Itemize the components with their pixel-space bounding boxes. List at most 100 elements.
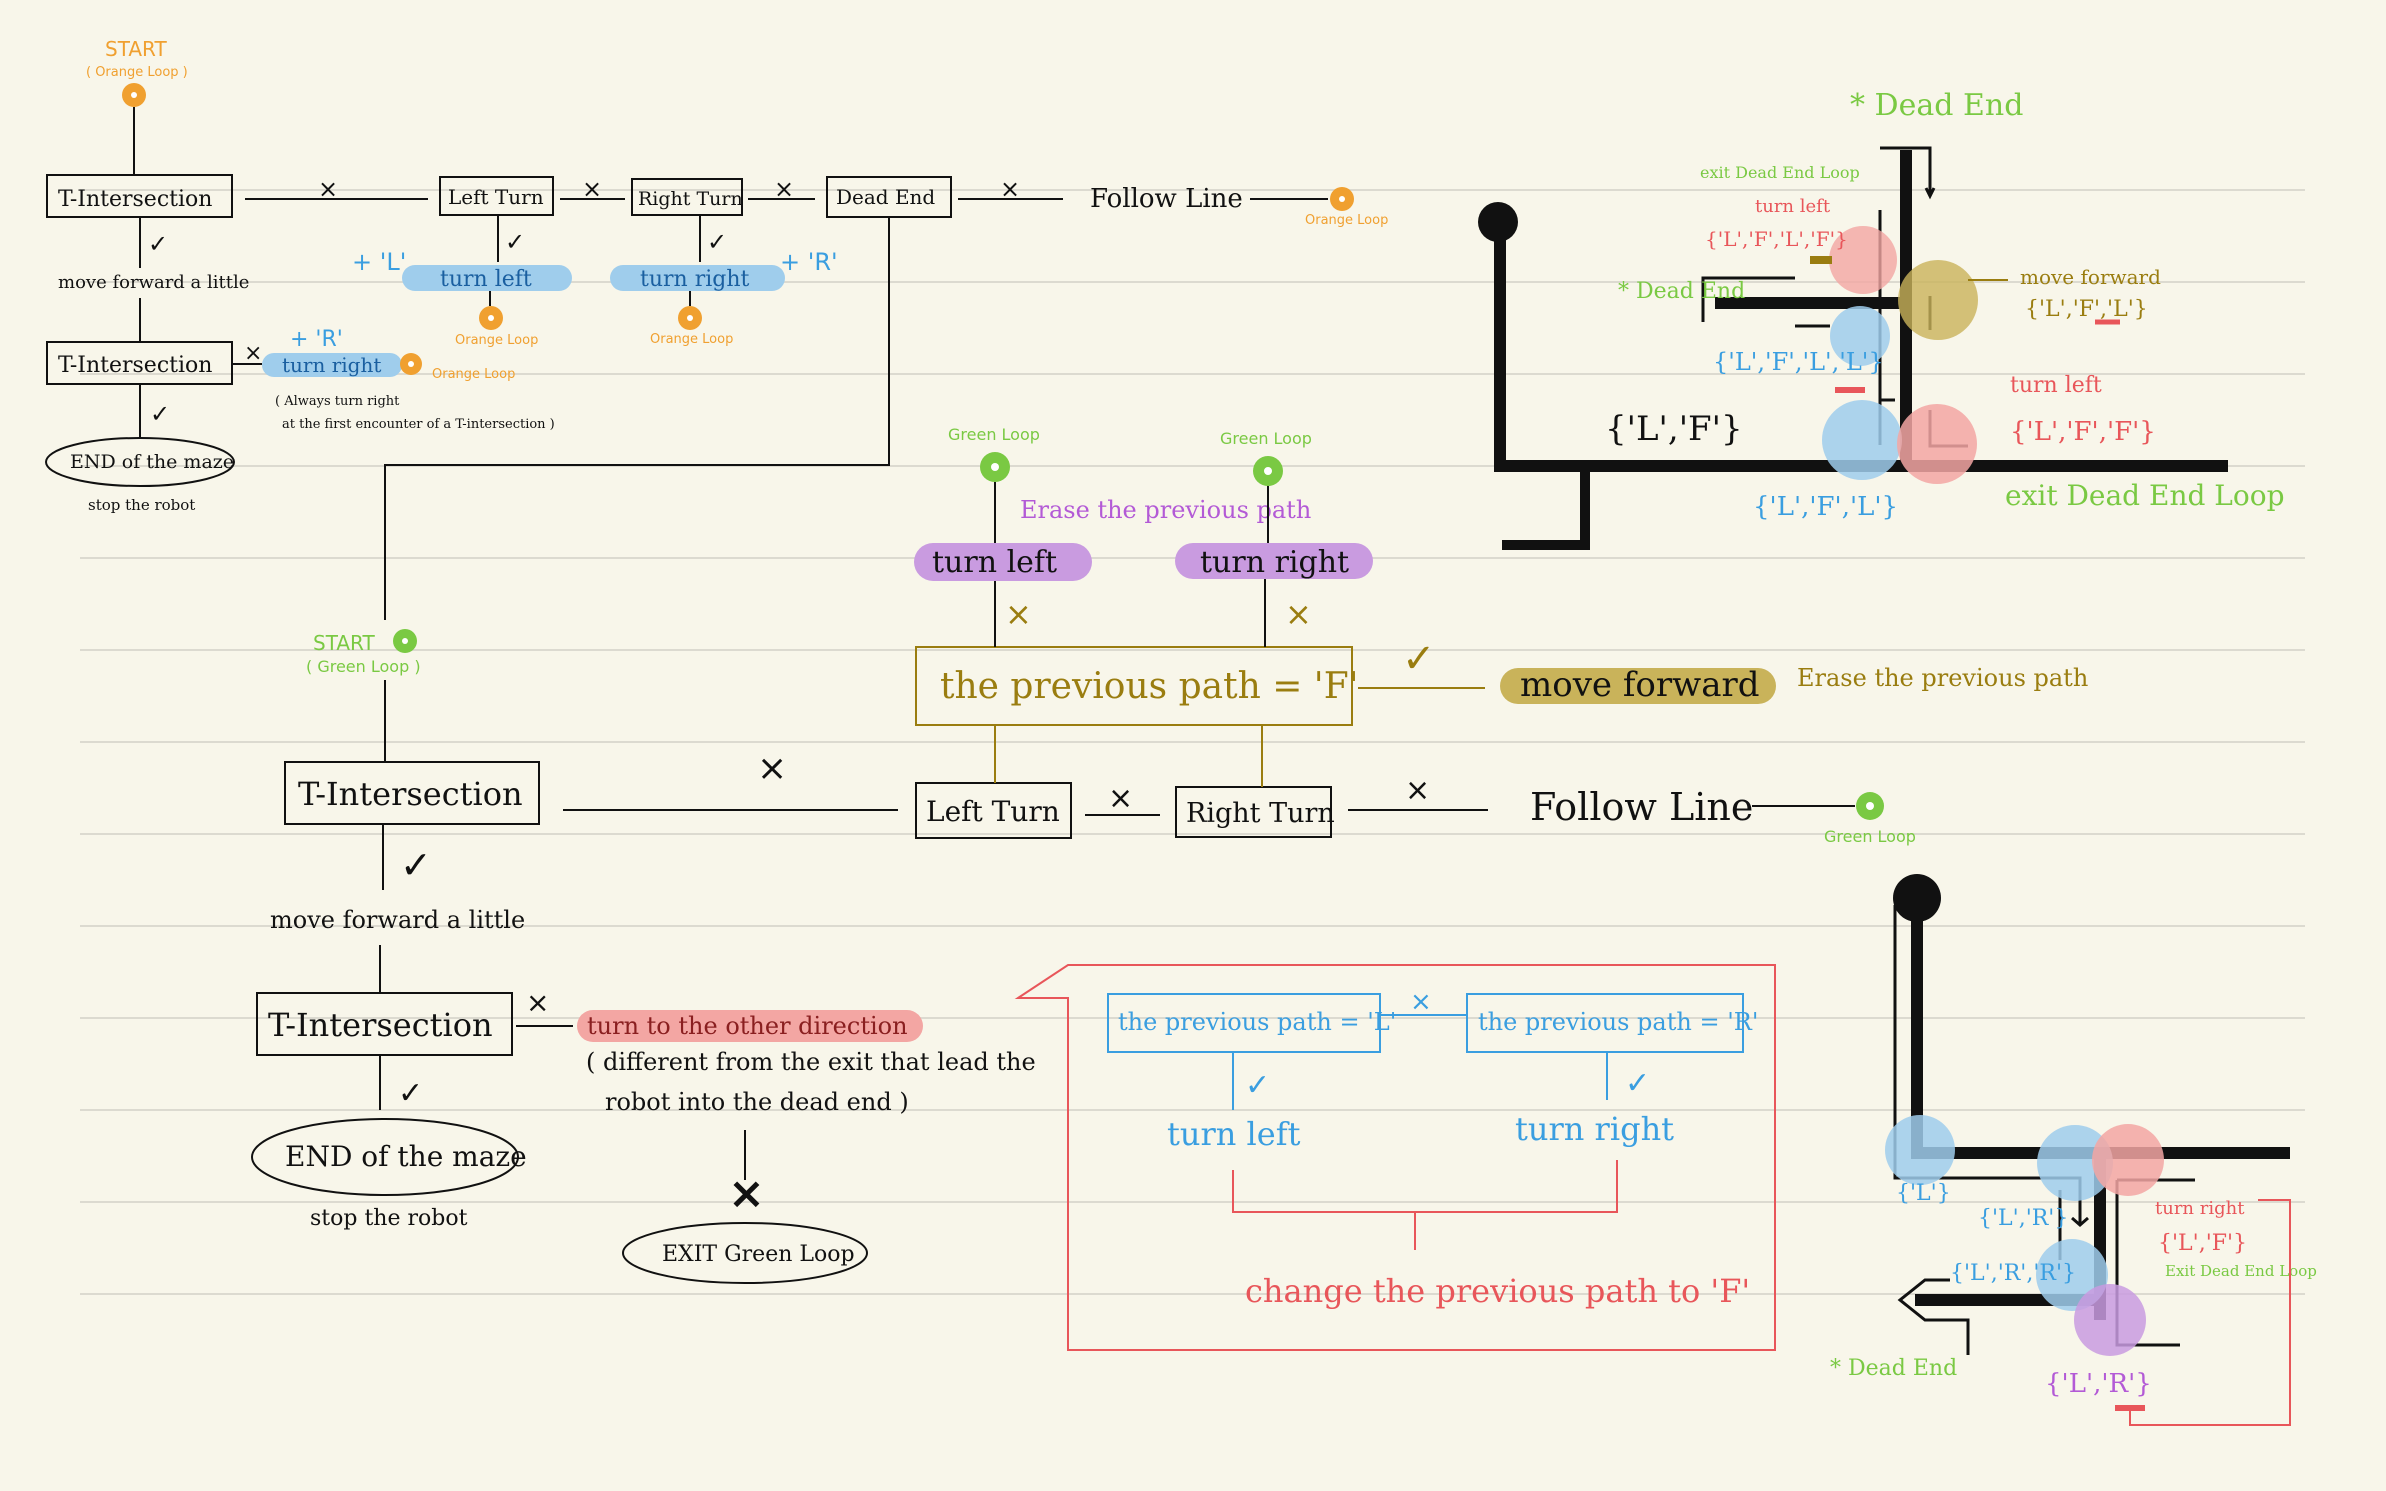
prev-path-l-box — [1107, 993, 1381, 1053]
diagram-text: × — [774, 175, 794, 203]
red-circle-1 — [1829, 226, 1897, 294]
purple-turn-right-highlight — [1175, 543, 1373, 579]
orange-start-sub: ( Orange Loop ) — [86, 65, 188, 80]
green-loop-flow: START ( Green Loop ) T-Intersection × Le… — [251, 425, 2088, 1351]
green-right-turn-label: Right Turn — [1186, 798, 1335, 829]
maze-top-diagram: * Dead End exit Dead End Loop turn left … — [1478, 88, 2285, 550]
red-callout-frame — [1014, 964, 1776, 1351]
orange-turn-right: turn right — [640, 267, 749, 292]
purple-turn-left-highlight — [914, 543, 1092, 581]
diagram-text: × — [1108, 781, 1133, 816]
orange-move-forward-little: move forward a little — [58, 272, 249, 293]
plus-r-label-2: + 'R' — [290, 327, 343, 352]
previous-path-f-box — [915, 646, 1353, 726]
maze-top-path-lflL: {'L','F','L','L'} — [1713, 348, 1884, 376]
node-dot — [1264, 467, 1272, 475]
green-start-label: START — [313, 631, 375, 655]
orange-end-of-maze-label: END of the maze — [70, 451, 234, 473]
connector-line — [1924, 187, 1936, 200]
plus-r-label: + 'R' — [780, 248, 838, 276]
diagram-text: ✓ — [1625, 1066, 1650, 1101]
turn-right-highlight-2 — [262, 353, 402, 377]
diagram-text: ✓ — [1402, 636, 1436, 682]
node-dot — [1339, 196, 1345, 202]
plus-l-label: + 'L' — [352, 248, 406, 276]
green-t-intersection-label: T-Intersection — [298, 775, 523, 813]
maze-bottom-path-lr-purple: {'L','R'} — [2045, 1369, 2152, 1399]
prev-path-l-label: the previous path = 'L' — [1118, 1008, 1396, 1036]
maze-top-exit-dead-end-loop-2: exit Dead End Loop — [2005, 479, 2285, 512]
bottom-red-circle — [2092, 1124, 2164, 1196]
orange-left-turn-box — [439, 176, 554, 216]
turn-other-direction: turn to the other direction — [587, 1012, 908, 1040]
connector-line — [384, 217, 890, 620]
diagram-text: × — [582, 175, 602, 203]
maze-top-path-lfl: {'L','F','L'} — [2025, 297, 2148, 322]
connector-line — [1502, 466, 1590, 550]
orange-turn-left: turn left — [440, 267, 532, 292]
diagram-text: ✓ — [400, 843, 432, 887]
connector-line — [1897, 1278, 1970, 1355]
node-dot — [991, 463, 999, 471]
maze-bottom-path-lrr: {'L','R','R'} — [1950, 1261, 2076, 1286]
green-start-sub: ( Green Loop ) — [306, 657, 421, 676]
diagram-text: ✓ — [1245, 1068, 1270, 1103]
maze-top-turn-left: turn left — [1755, 196, 1831, 217]
bottom-purple-circle — [2074, 1284, 2146, 1356]
connector-line — [2071, 1216, 2089, 1227]
prev-path-r-label: the previous path = 'R' — [1478, 1008, 1758, 1036]
green-t-intersection-label-2: T-Intersection — [268, 1006, 493, 1044]
maze-top-path-lfl-bottom: {'L','F','L'} — [1753, 492, 1898, 522]
node-dot — [1866, 802, 1874, 810]
node-dot — [488, 315, 494, 321]
diagram-text: × — [1405, 773, 1430, 808]
diagram-text: ✓ — [150, 400, 170, 428]
diagram-text: × — [318, 175, 338, 203]
maze-bottom-path-lr: {'L','R'} — [1978, 1206, 2068, 1231]
diagram-text: × — [728, 1168, 765, 1219]
green-t-intersection-box — [284, 761, 540, 825]
diagram-text: Orange Loop — [650, 332, 733, 347]
connector-line — [1880, 146, 1932, 196]
diagram-text: ✓ — [398, 1076, 423, 1111]
green-end-of-maze-label: END of the maze — [285, 1140, 527, 1173]
diagram-text: Orange Loop — [455, 333, 538, 348]
connector-line — [1494, 222, 2228, 472]
orange-left-turn-label: Left Turn — [448, 185, 544, 209]
connector-line — [1232, 1160, 1618, 1213]
move-forward-highlight — [1500, 668, 1776, 704]
maze-top-dead-end: * Dead End — [1850, 88, 2023, 123]
diagram-text: ✓ — [707, 228, 727, 256]
diagram-text: × — [244, 341, 262, 366]
orange-follow-line-label: Follow Line — [1090, 184, 1243, 214]
orange-t-intersection-label: T-Intersection — [58, 187, 212, 212]
change-to-f-label: change the previous path to 'F' — [1245, 1272, 1750, 1310]
bottom-blue-circle-1 — [1885, 1115, 1955, 1185]
blue-turn-right: turn right — [1515, 1110, 1674, 1148]
always-note-1: ( Always turn right — [275, 394, 400, 409]
diagram-text: Green Loop — [1220, 429, 1312, 448]
always-note-2: at the first encounter of a T-intersecti… — [282, 417, 555, 432]
diagram-text: × — [1410, 987, 1432, 1017]
diagram-text: Orange Loop — [432, 367, 515, 382]
turn-left-highlight — [402, 265, 572, 291]
orange-start-label: START — [105, 37, 167, 61]
maze-bottom-path-lf: {'L','F'} — [2158, 1231, 2247, 1256]
purple-turn-left: turn left — [932, 545, 1057, 580]
orange-end-of-maze-node — [45, 437, 235, 487]
orange-loop-flow: START ( Orange Loop ) T-Intersection × L… — [45, 37, 1388, 620]
orange-right-turn-box — [631, 178, 743, 216]
green-left-turn-box — [915, 782, 1072, 839]
green-stop-robot: stop the robot — [310, 1206, 468, 1231]
olive-circle — [1898, 260, 1978, 340]
blue-circle-1 — [1830, 306, 1890, 366]
maze-bottom-exit-dead-end-loop: Exit Dead End Loop — [2165, 1262, 2317, 1280]
erase-previous-path-olive: Erase the previous path — [1797, 664, 2088, 692]
turn-other-direction-highlight — [577, 1010, 923, 1042]
maze-top-path-lflf: {'L','F','L','F'} — [1705, 227, 1848, 251]
diagram-text: × — [1005, 595, 1032, 633]
move-forward-label: move forward — [1520, 665, 1760, 705]
diagram-text: Orange Loop — [1305, 213, 1388, 228]
maze-bottom-diagram: {'L'} {'L','R'} {'L','R','R'} turn right… — [1830, 874, 2317, 1426]
